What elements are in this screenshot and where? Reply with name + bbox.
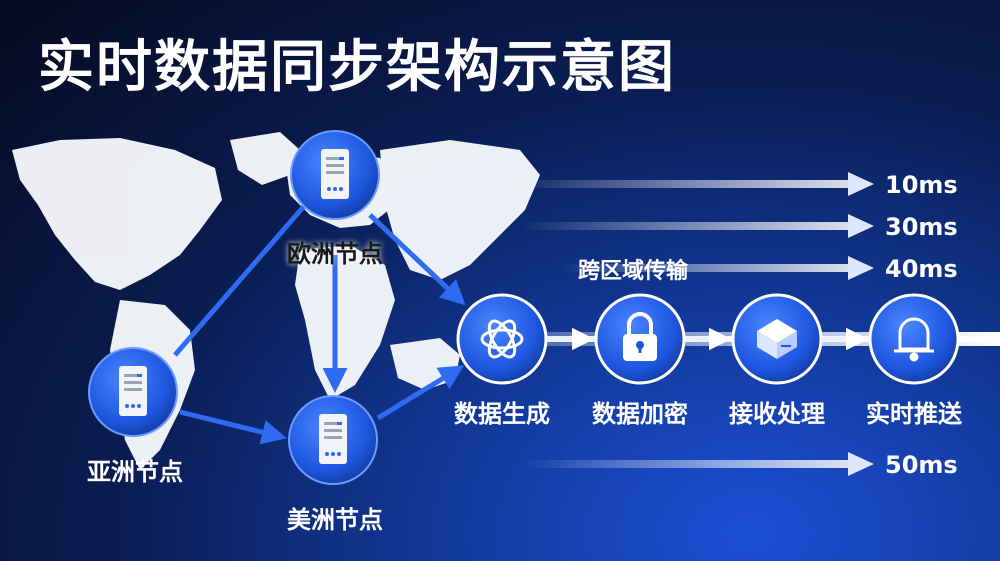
bell-icon bbox=[894, 317, 934, 362]
step-encrypt bbox=[594, 293, 686, 385]
america-node bbox=[288, 395, 378, 485]
step-encrypt-label: 数据加密 bbox=[592, 400, 688, 428]
latency-30ms: 30ms bbox=[885, 213, 958, 241]
server-icon bbox=[321, 149, 349, 199]
europe-node bbox=[290, 130, 380, 220]
step-generate bbox=[456, 293, 548, 385]
australia-landmass bbox=[390, 338, 460, 390]
step-push bbox=[868, 293, 960, 385]
asia-node-label: 亚洲节点 bbox=[87, 458, 183, 486]
latency-10ms: 10ms bbox=[885, 171, 958, 199]
step-process bbox=[731, 293, 823, 385]
step-generate-label: 数据生成 bbox=[454, 400, 550, 428]
transfer-label: 跨区域传输 bbox=[578, 259, 689, 284]
server-icon bbox=[319, 414, 347, 464]
step-process-label: 接收处理 bbox=[729, 400, 825, 428]
greenland-landmass bbox=[230, 132, 300, 185]
page-title: 实时数据同步架构示意图 bbox=[38, 35, 676, 100]
latency-40ms: 40ms bbox=[885, 255, 958, 283]
africa-landmass bbox=[295, 245, 395, 400]
latency-streaks bbox=[510, 172, 874, 476]
asia-node bbox=[88, 347, 178, 437]
lock-icon bbox=[623, 312, 657, 361]
step-push-label: 实时推送 bbox=[866, 400, 962, 428]
america-node-label: 美洲节点 bbox=[287, 506, 383, 534]
latency-50ms: 50ms bbox=[885, 451, 958, 479]
node-links bbox=[173, 203, 466, 445]
storage-box-icon bbox=[757, 319, 797, 359]
ai-knot-icon bbox=[480, 319, 524, 359]
asia-landmass bbox=[380, 140, 540, 280]
server-icon bbox=[119, 366, 147, 416]
north-america-landmass bbox=[12, 138, 222, 290]
europe-node-label: 欧洲节点 bbox=[287, 240, 383, 268]
